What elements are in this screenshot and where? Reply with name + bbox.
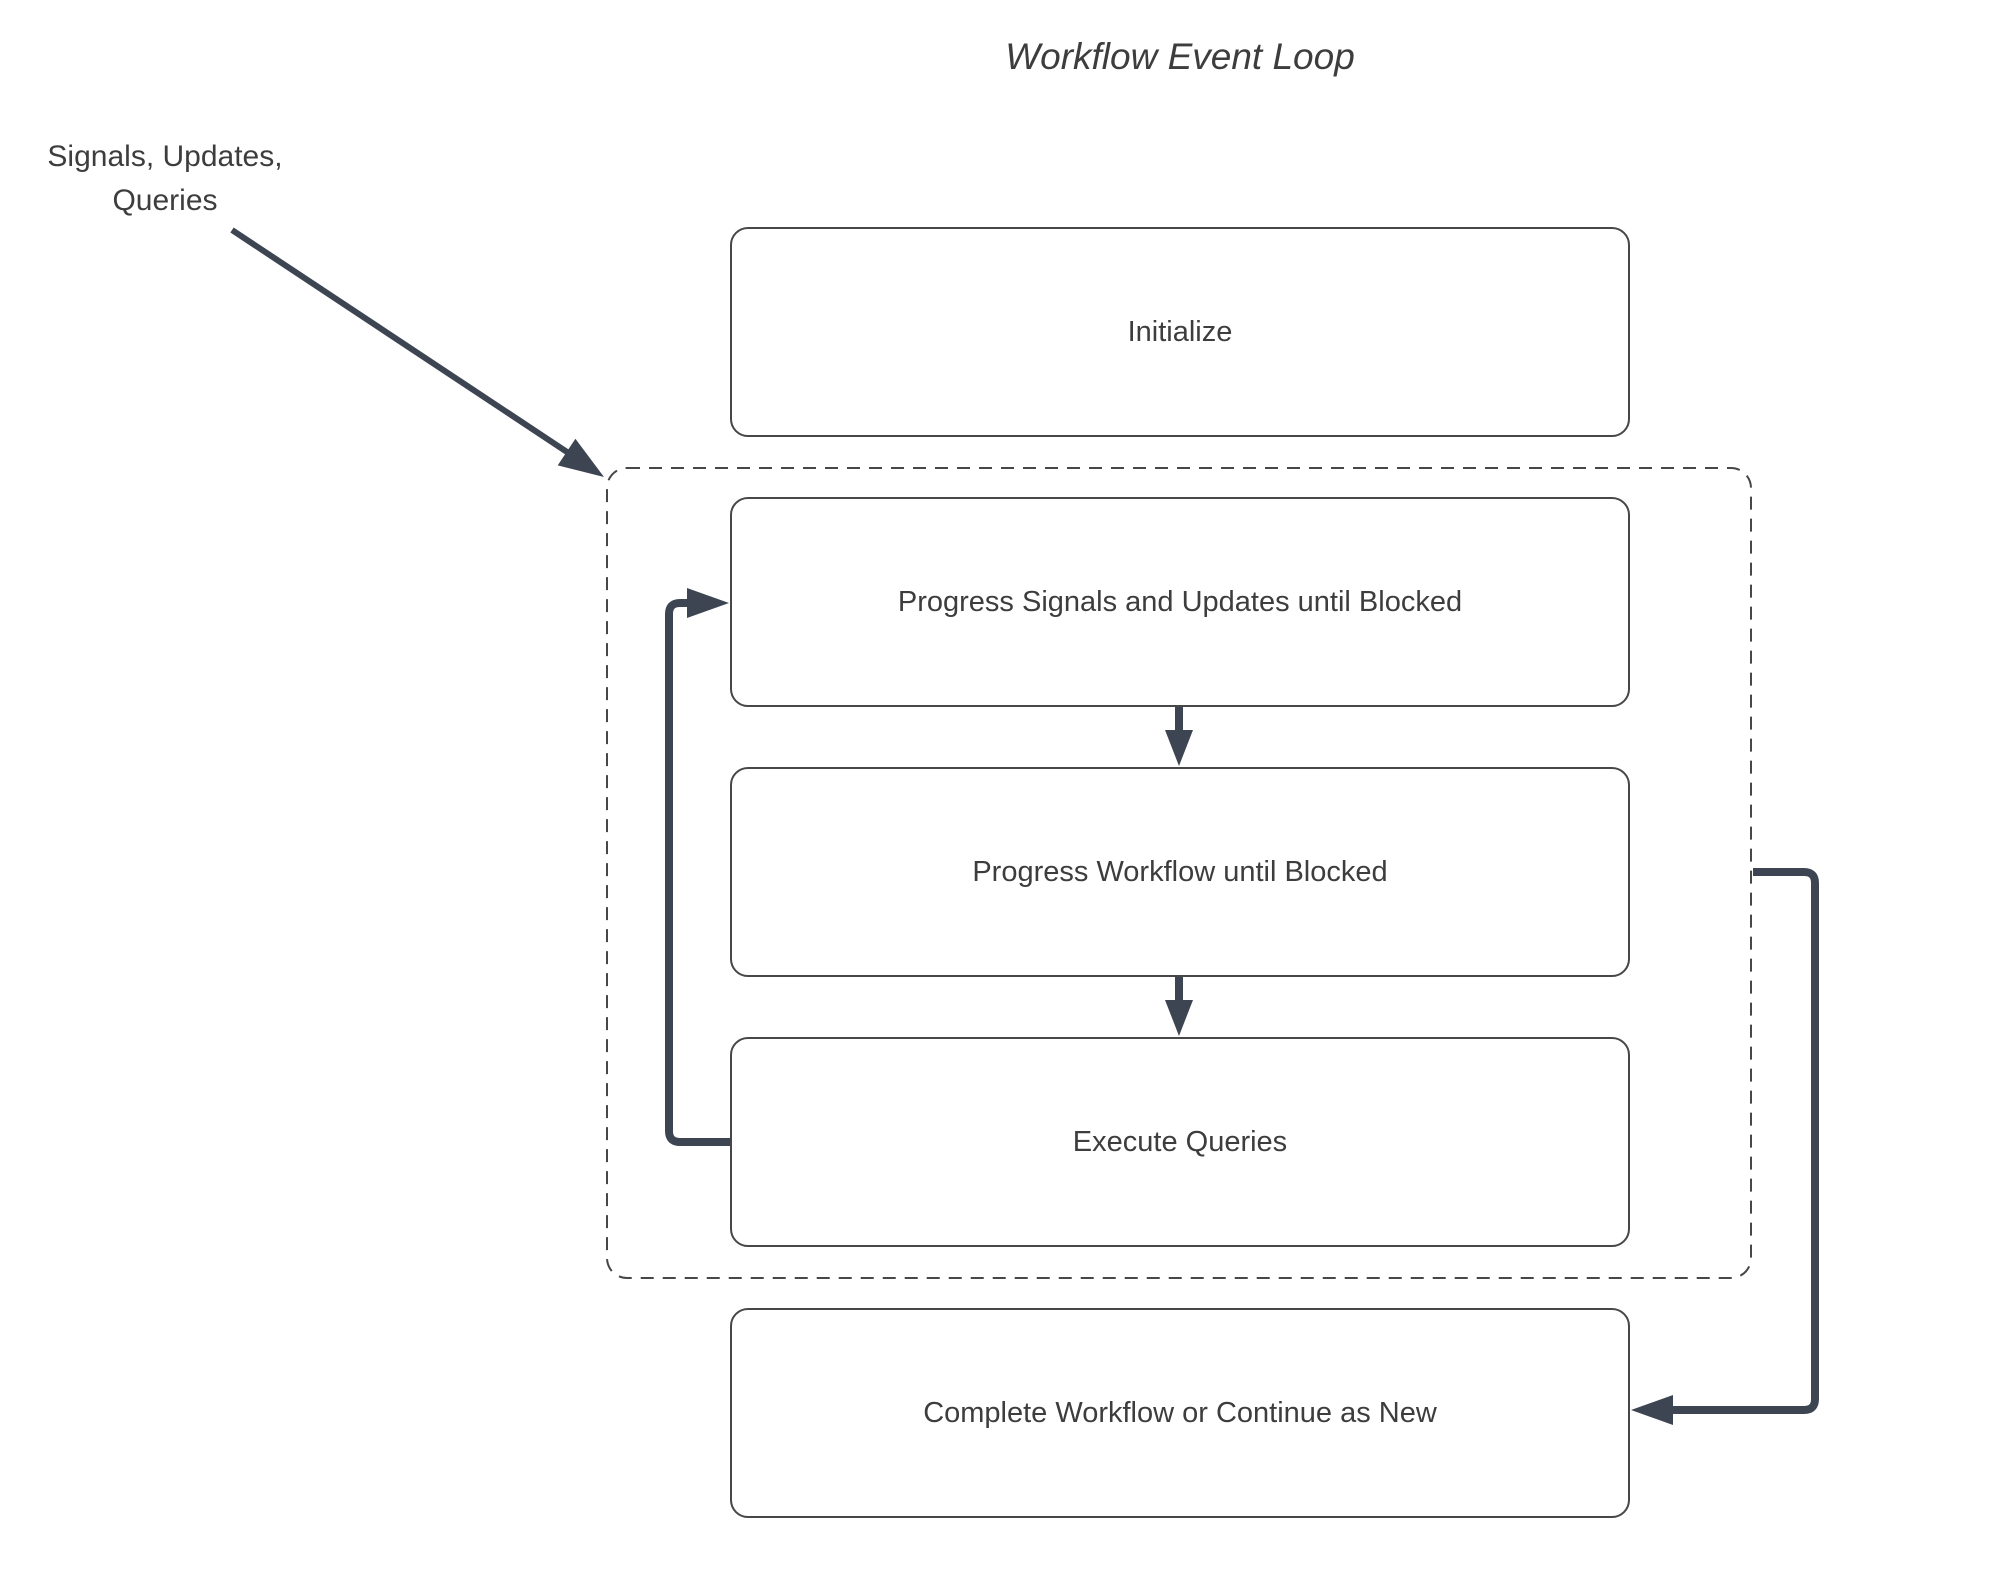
box-progress-signals-label: Progress Signals and Updates until Block… — [897, 585, 1463, 618]
arrow-workflow-to-complete — [1631, 868, 1819, 1425]
box-complete-workflow-label: Complete Workflow or Continue as New — [923, 1396, 1437, 1429]
box-progress-signals: Progress Signals and Updates until Block… — [730, 497, 1630, 707]
box-initialize-label: Initialize — [1127, 315, 1233, 348]
box-initialize: Initialize — [730, 227, 1630, 437]
arrow-queries-loop-back — [665, 588, 730, 1146]
box-progress-workflow: Progress Workflow until Blocked — [730, 767, 1630, 977]
box-execute-queries-label: Execute Queries — [1072, 1125, 1288, 1158]
arrow-workflow-to-queries — [1165, 977, 1193, 1036]
diagram-title: Workflow Event Loop — [1005, 36, 1355, 77]
box-progress-workflow-label: Progress Workflow until Blocked — [972, 855, 1388, 888]
external-inputs-label: Signals, Updates, Queries — [47, 140, 283, 218]
arrow-signals-into-loop — [230, 227, 604, 477]
box-complete-workflow: Complete Workflow or Continue as New — [730, 1308, 1630, 1518]
arrow-signals-to-workflow — [1165, 707, 1193, 766]
box-execute-queries: Execute Queries — [730, 1037, 1630, 1247]
